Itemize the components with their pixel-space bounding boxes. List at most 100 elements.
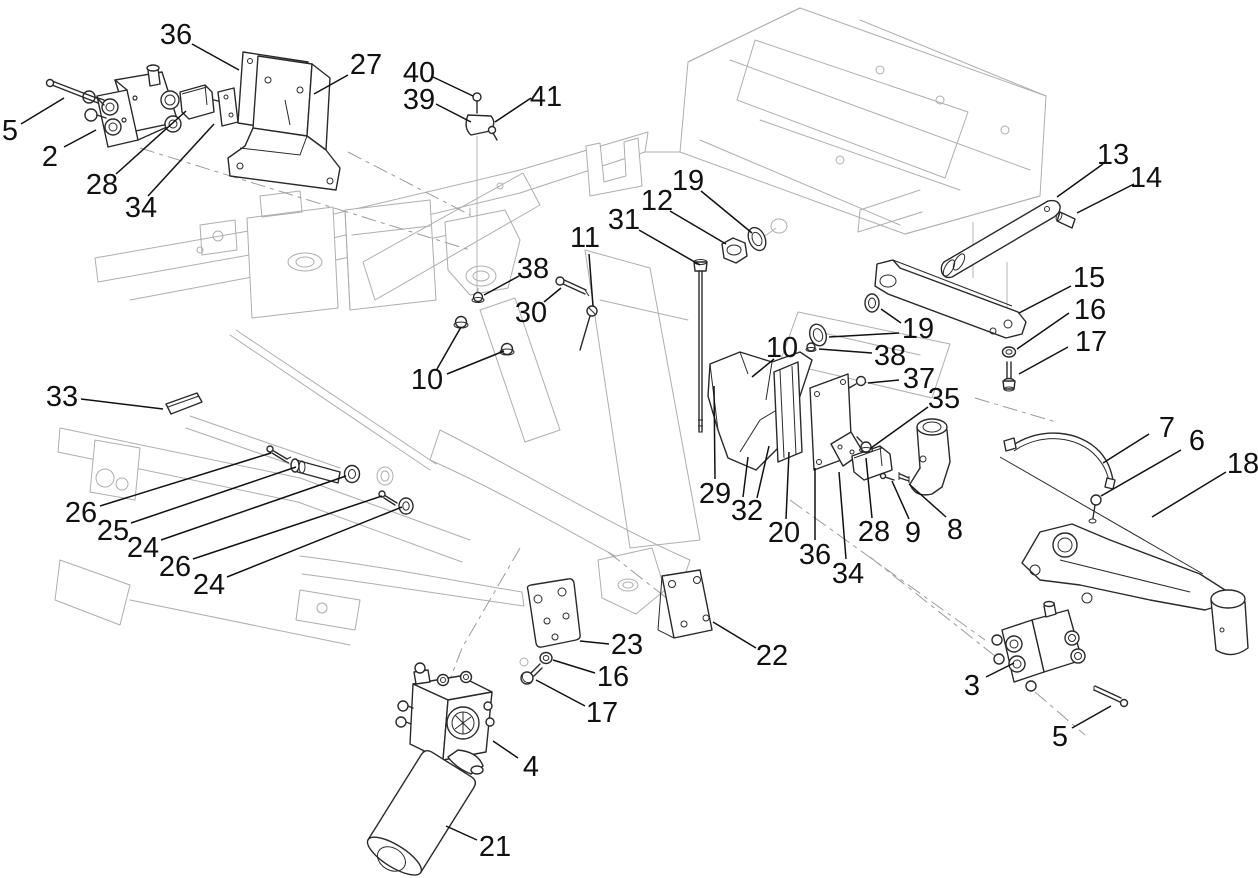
frame-deck [679,7,1047,235]
callout-leader-28 [115,110,187,175]
callout-leader-23 [579,640,610,645]
part-bolt-17-upper [1002,361,1016,392]
callout-label-37-22: 37 [903,363,935,395]
part-clamp-39-40-41 [465,92,498,141]
frame-u-bracket [585,137,643,197]
part-flange-nut-38-upper [471,291,485,303]
callout-label-15-17: 15 [1073,262,1105,294]
callout-label-38-15: 38 [517,253,549,285]
callout-label-41-4: 41 [530,81,562,113]
callout-leader-10 [446,350,505,375]
part-valve-block-3 [991,600,1086,692]
callout-leader-28 [865,457,873,519]
callout-leader-3 [985,662,1015,678]
frame-tank-box [199,190,437,319]
callout-leader-19 [700,190,753,234]
callout-leader-31 [638,229,701,266]
part-manifold-4 [395,662,495,775]
part-washer-19-lower [808,323,828,347]
callout-label-26-30: 26 [159,551,191,583]
callout-label-7-40: 7 [1159,412,1175,444]
part-solenoid-28-lower [851,445,893,481]
part-filter-21 [366,749,477,876]
callout-leader-13 [1056,163,1104,198]
callout-leader-17 [1018,346,1069,375]
callout-leader-7 [1102,433,1150,464]
callout-label-39-3: 39 [403,84,435,116]
part-bolt-17-lower [520,663,543,685]
callout-label-10-24: 10 [411,364,443,396]
part-hose-7 [1003,432,1116,490]
part-solenoid-28-upper [179,84,227,120]
callout-label-23-45: 23 [611,629,643,661]
frame-lower-left [54,329,471,646]
callout-label-29-32: 29 [699,478,731,510]
part-nut-12 [721,237,748,264]
part-plate-22 [657,569,713,639]
part-plate-23 [526,578,581,648]
machine-frame [54,7,1047,667]
callout-label-16-46: 16 [597,661,629,693]
callout-leader-36 [191,43,240,71]
part-lift-arm-18 [999,456,1249,656]
callout-leader-15 [1018,285,1072,314]
callout-leader-32 [756,445,770,499]
part-bolt-35 [856,436,873,453]
callout-label-5-5: 5 [2,115,18,147]
callout-label-14-10: 14 [1130,162,1162,194]
callout-leader-10 [751,358,775,378]
callout-leader-18 [1151,471,1227,518]
part-bracket-27 [227,55,341,191]
callout-leader-24 [160,475,347,541]
part-washer-19-upper [747,226,767,252]
callout-label-32-33: 32 [731,495,763,527]
callout-leader-32 [742,456,749,498]
callout-leader-4 [492,740,519,759]
part-bolt-37 [848,375,867,389]
screw-40 [472,92,482,102]
part-bolt-9 [879,472,895,481]
part-clevis-pin-25 [290,458,341,484]
callout-label-17-47: 17 [586,697,618,729]
callout-label-21-50: 21 [479,831,511,863]
callout-label-30-16: 30 [515,297,547,329]
callout-leader-19 [880,308,902,324]
callout-leader-24 [226,506,403,578]
part-plate-20 [773,361,803,463]
part-washer-16-upper [1001,346,1017,358]
part-bolt-31 [693,259,708,433]
callout-label-20-34: 20 [768,517,800,549]
callout-leader-38 [818,348,873,354]
callout-label-31-13: 31 [608,204,640,236]
callout-leader-16 [552,659,596,674]
callout-label-36-0: 36 [160,19,192,51]
callout-leader-27 [313,74,349,95]
callout-label-24-29: 24 [127,532,159,564]
callout-label-8-39: 8 [947,514,963,546]
part-washer-19-upper-hole [751,231,763,247]
callout-leader-5 [20,97,65,125]
part-gasket-34-upper [217,87,239,127]
callout-leader-21 [445,825,478,841]
frame-mid-panel [779,311,951,399]
callout-leader-30 [543,287,562,303]
callout-label-34-8: 34 [125,192,157,224]
callout-leader-35 [870,406,929,449]
callout-leader-25 [130,466,297,524]
callout-leader-37 [867,379,900,384]
part-bracket-15 [874,259,1027,339]
callout-label-19-20: 19 [902,313,934,345]
part-washer-24b [398,497,414,515]
frame-clevis-bracket [444,209,521,296]
bolt-41 [487,125,497,135]
callout-label-18-42: 18 [1227,448,1258,480]
callout-label-16-18: 16 [1074,294,1106,326]
frame-pivot-arm [299,555,525,607]
callout-label-28-7: 28 [86,169,118,201]
callout-leader-11 [588,253,594,307]
part-screw-11 [579,305,598,351]
callout-label-6-41: 6 [1189,425,1205,457]
callout-label-36-35: 36 [799,539,831,571]
parts [45,51,1249,876]
